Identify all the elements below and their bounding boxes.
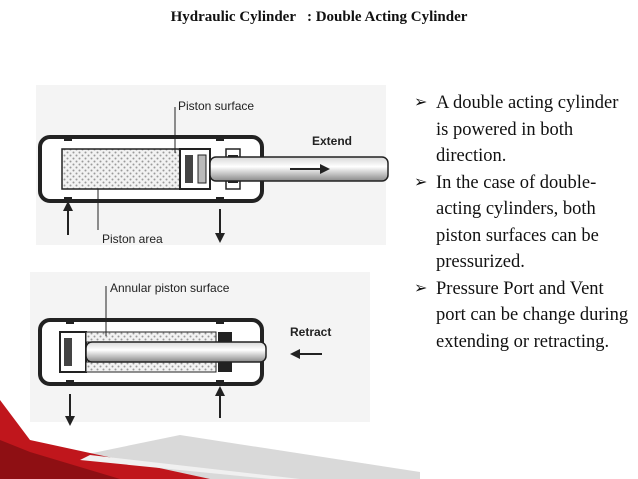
annular-chamber-bottom xyxy=(85,361,217,373)
retract-label: Retract xyxy=(290,325,331,339)
piston-rod xyxy=(85,341,267,363)
bullet-list: ➢ A double acting cylinder is powered in… xyxy=(414,90,629,355)
dark-red-swoosh xyxy=(0,440,120,479)
piston-area-label: Piston area xyxy=(102,232,163,246)
fluid-chamber xyxy=(61,148,181,190)
arrow-bullet-icon: ➢ xyxy=(414,279,428,297)
bullet-item: ➢ Pressure Port and Vent port can be cha… xyxy=(414,276,629,356)
bullet-text: A double acting cylinder is powered in b… xyxy=(436,93,619,166)
piston-surface-label: Piston surface xyxy=(178,99,254,113)
bullet-text: Pressure Port and Vent port can be chang… xyxy=(436,278,629,352)
bullet-text: In the case of double-acting cylinders, … xyxy=(436,172,599,273)
light-swoosh-line xyxy=(80,455,300,479)
extend-label: Extend xyxy=(312,134,352,148)
annular-surface-label: Annular piston surface xyxy=(110,281,230,295)
arrow-bullet-icon: ➢ xyxy=(414,94,428,111)
piston xyxy=(59,331,87,373)
slide-title: Hydraulic Cylinder : Double Acting Cylin… xyxy=(170,9,468,25)
retract-cylinder-diagram: Annular piston surface Retract xyxy=(30,272,370,426)
extend-cylinder-diagram: Piston surface Piston area Extend xyxy=(36,85,389,246)
arrow-bullet-icon: ➢ xyxy=(414,173,428,191)
bullet-item: ➢ In the case of double-acting cylinders… xyxy=(414,170,629,276)
decorative-swoosh xyxy=(0,400,420,479)
bullet-item: ➢ A double acting cylinder is powered in… xyxy=(414,90,629,170)
